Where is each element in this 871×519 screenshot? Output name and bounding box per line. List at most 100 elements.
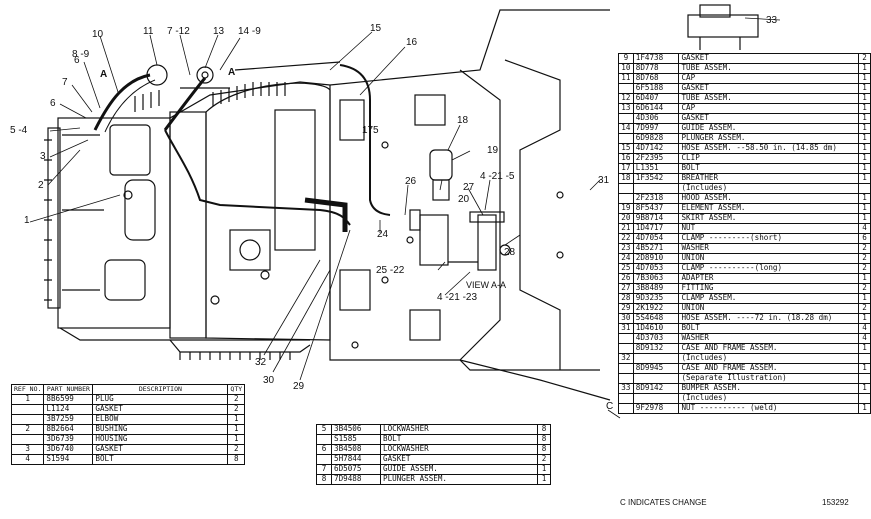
callout-10: 10	[92, 29, 104, 40]
qty-cell: 8	[227, 454, 246, 465]
part-number-cell: 3D6739	[43, 434, 94, 445]
qty-cell: 1	[857, 113, 871, 124]
callout-5-4: 5 -4	[10, 125, 28, 136]
description-cell: (Includes)	[678, 353, 859, 364]
callout-1: 1	[24, 215, 30, 226]
callout-change-c: C	[606, 401, 614, 412]
ref-cell: 18	[618, 173, 634, 184]
qty-cell: 1	[857, 173, 871, 184]
description-cell: BOLT	[678, 163, 859, 174]
description-cell: GUIDE ASSEM.	[678, 123, 859, 134]
qty-cell: 1	[857, 103, 871, 114]
description-cell: SKIRT ASSEM.	[678, 213, 859, 224]
table-row: 32 (Includes)	[618, 353, 871, 364]
part-number-cell: 6D5075	[331, 464, 381, 475]
part-number-cell: 3B8489	[632, 283, 680, 294]
qty-cell: 1	[857, 313, 871, 324]
part-number-cell: 2D8910	[632, 253, 680, 264]
ref-cell: 25	[618, 263, 634, 274]
qty-cell: 1	[857, 383, 871, 394]
description-cell: BUSHING	[92, 424, 229, 435]
ref-cell	[10, 434, 45, 445]
breather-tubes	[93, 61, 391, 232]
part-number-cell	[632, 373, 680, 384]
qty-cell: 1	[857, 213, 871, 224]
qty-cell: 2	[537, 454, 551, 465]
table-row: (Includes)	[618, 393, 871, 404]
description-cell: (Separate Illustration)	[678, 373, 859, 384]
qty-cell: 1	[857, 93, 871, 104]
ref-cell: 32	[618, 353, 634, 364]
qty-cell: 8	[537, 424, 551, 435]
part-number-cell: S1594	[43, 454, 94, 465]
callout-13: 13	[213, 26, 225, 37]
ref-cell: 19	[618, 203, 634, 214]
ref-cell	[618, 373, 634, 384]
ref-cell: 16	[618, 153, 634, 164]
qty-cell: 1	[857, 163, 871, 174]
callout-17: 17	[362, 125, 374, 136]
breather-assembly	[409, 149, 511, 271]
callout-14-9: 14 -9	[238, 26, 261, 37]
qty-cell: 2	[857, 253, 871, 264]
description-cell: CLAMP ---------(short)	[678, 233, 859, 244]
bumper	[687, 4, 759, 50]
engine-block-left	[44, 111, 310, 341]
frame-fins	[134, 81, 331, 119]
qty-cell: 1	[537, 474, 551, 485]
description-cell: ELEMENT ASSEM.	[678, 203, 859, 214]
header-ref: REF NO.	[10, 384, 45, 395]
ref-cell: 15	[618, 143, 634, 154]
part-number-cell: 5H7844	[331, 454, 381, 465]
description-cell: UNION	[678, 253, 859, 264]
part-number-cell: 6D9828	[632, 133, 680, 144]
ref-cell: 26	[618, 273, 634, 284]
ref-cell: 3	[10, 444, 45, 455]
qty-cell: 1	[857, 143, 871, 154]
part-number-cell: 4D3703	[632, 333, 680, 344]
description-cell: GASKET	[380, 454, 538, 465]
ref-cell	[10, 404, 45, 415]
part-number-cell: 8F5437	[632, 203, 680, 214]
description-cell: GASKET	[678, 53, 859, 64]
qty-cell	[857, 373, 871, 384]
description-cell: CAP	[678, 103, 859, 114]
ref-cell	[618, 333, 634, 344]
description-cell: CLAMP ASSEM.	[678, 293, 859, 304]
callout-26: 26	[405, 176, 417, 187]
qty-cell: 2	[227, 404, 246, 415]
ref-cell	[618, 113, 634, 124]
ref-cell	[618, 343, 634, 354]
part-number-cell: 4D7054	[632, 233, 680, 244]
main-frame	[329, 9, 611, 401]
part-number-cell: 1D4610	[632, 323, 680, 334]
qty-cell	[857, 393, 871, 404]
ref-cell: 5	[316, 424, 332, 435]
description-cell: CLIP	[678, 153, 859, 164]
qty-cell: 2	[857, 243, 871, 254]
description-cell: (Includes)	[678, 183, 859, 194]
description-cell: HOSE ASSEM. --58.50 in. (14.85 dm)	[678, 143, 859, 154]
table-row: 2F2318 HOOD ASSEM.1	[618, 193, 871, 204]
ref-cell: 7	[316, 464, 332, 475]
header-description: DESCRIPTION	[92, 384, 229, 395]
ref-cell	[618, 193, 634, 204]
callout-27: 27	[463, 182, 475, 193]
